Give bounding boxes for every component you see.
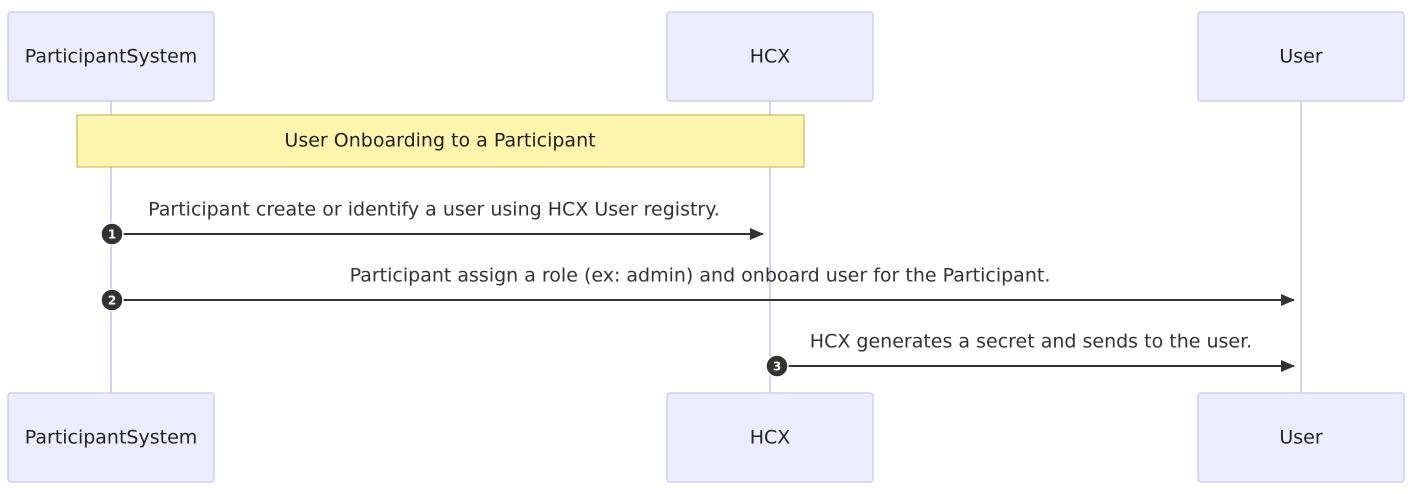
note-user-onboarding: User Onboarding to a Participant	[76, 114, 805, 168]
actor-label: ParticipantSystem	[25, 46, 198, 68]
message-3: HCX generates a secret and sends to the …	[765, 331, 1295, 378]
actor-user-top[interactable]: User	[1197, 11, 1405, 102]
sequence-number: 2	[108, 294, 116, 308]
message-1: Participant create or identify a user us…	[100, 199, 764, 246]
sequence-number-badge	[765, 354, 789, 378]
actor-participantsystem-top[interactable]: ParticipantSystem	[7, 11, 215, 102]
sequence-number: 1	[108, 228, 116, 242]
message-label: Participant assign a role (ex: admin) an…	[350, 265, 1051, 287]
message-2: Participant assign a role (ex: admin) an…	[100, 265, 1295, 312]
actor-label: HCX	[750, 46, 791, 68]
sequence-number: 3	[773, 360, 781, 374]
actor-hcx-top[interactable]: HCX	[666, 11, 874, 102]
actor-label: User	[1279, 46, 1322, 68]
actors-top: ParticipantSystem HCX User	[7, 11, 1405, 102]
actor-hcx-bottom[interactable]: HCX	[666, 392, 874, 483]
actor-label: ParticipantSystem	[25, 427, 198, 449]
actors-bottom: ParticipantSystem HCX User	[7, 392, 1405, 483]
note-text: User Onboarding to a Participant	[284, 130, 595, 152]
message-label: Participant create or identify a user us…	[148, 199, 720, 221]
actor-user-bottom[interactable]: User	[1197, 392, 1405, 483]
sequence-number-badge	[100, 222, 124, 246]
actor-label: HCX	[750, 427, 791, 449]
sequence-number-badge	[100, 288, 124, 312]
message-label: HCX generates a secret and sends to the …	[810, 331, 1252, 353]
actor-participantsystem-bottom[interactable]: ParticipantSystem	[7, 392, 215, 483]
actor-label: User	[1279, 427, 1322, 449]
